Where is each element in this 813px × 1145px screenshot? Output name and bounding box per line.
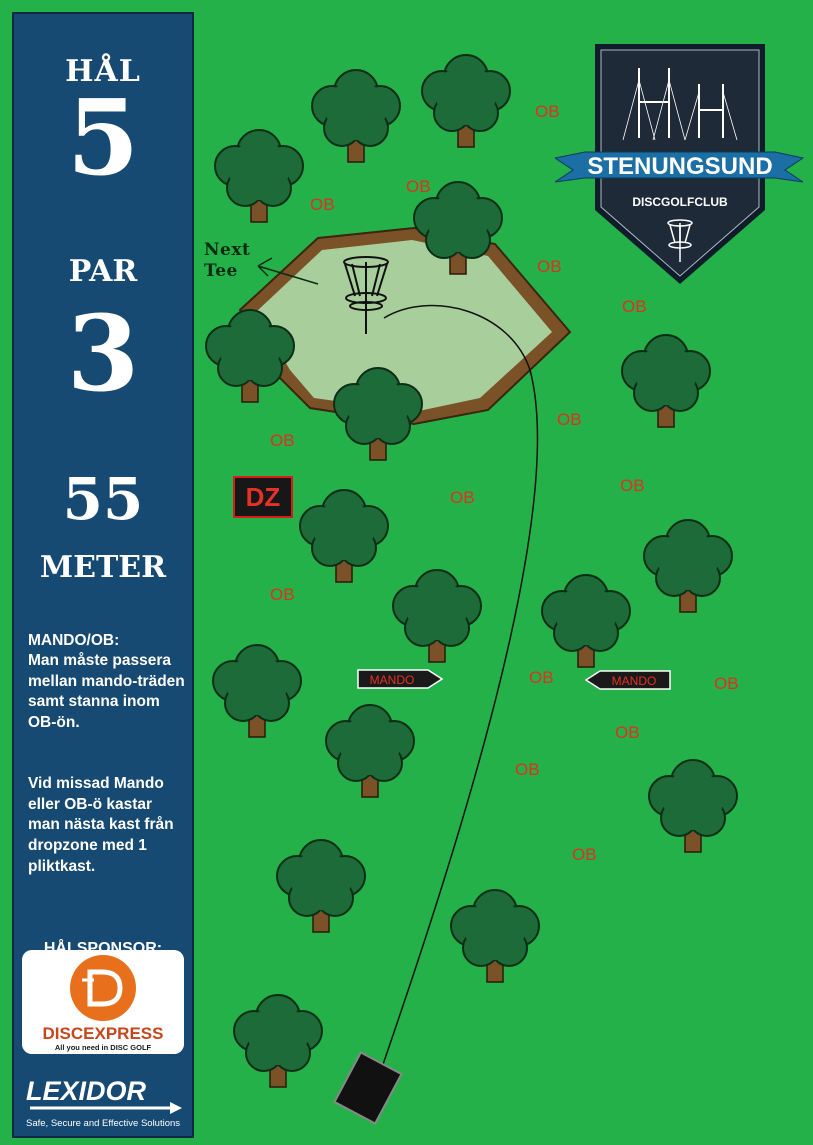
sponsor-name: DISCEXPRESS	[43, 1024, 164, 1043]
hole-number: 5	[66, 76, 140, 199]
next-tee-arrow	[257, 257, 319, 285]
tree-icon	[421, 54, 511, 148]
rules-paragraph-1: MANDO/OB: Man måste passera mellan mando…	[28, 631, 185, 732]
tree-icon	[325, 704, 415, 798]
distance-value: 55	[62, 465, 144, 533]
tree-icon	[214, 129, 304, 223]
hole-label: HÅL	[65, 54, 141, 89]
ob-label: OB	[572, 845, 597, 864]
tree-icon	[450, 889, 540, 983]
next-tee-line1: Next	[204, 240, 251, 260]
sponsor-tagline: All you need in DISC GOLF	[55, 1043, 152, 1052]
ob-label: OB	[406, 177, 431, 196]
ob-label: OB	[714, 674, 739, 693]
sponsor-logo: DISCEXPRESS All you need in DISC GOLF	[22, 950, 184, 1054]
dropzone-marker: DZ	[233, 476, 293, 518]
tree-icon	[541, 574, 631, 668]
mando-sign-left: MANDO	[357, 669, 444, 689]
tree-icon	[648, 759, 738, 853]
ob-label: OB	[529, 668, 554, 687]
ob-label: OB	[270, 431, 295, 450]
lexidor-tagline: Safe, Secure and Effective Solutions	[26, 1118, 180, 1129]
tree-icon	[333, 367, 423, 461]
tree-icon	[276, 839, 366, 933]
rules-paragraph-2: Vid missad Mando eller OB-ö kastar man n…	[28, 775, 174, 875]
ob-label: OB	[537, 257, 562, 276]
tree-icon	[212, 644, 302, 738]
tree-icon	[413, 181, 503, 275]
club-logo: STENUNGSUND DISCGOLFCLUB	[555, 44, 805, 284]
ob-label: OB	[270, 585, 295, 604]
tree-icon	[643, 519, 733, 613]
tree-icon	[311, 69, 401, 163]
ob-label: OB	[450, 488, 475, 507]
mando-left-label: MANDO	[370, 673, 415, 687]
ob-label: OB	[622, 297, 647, 316]
club-subtitle: DISCGOLFCLUB	[632, 195, 728, 209]
mando-right-label: MANDO	[612, 674, 657, 688]
lexidor-name: LEXIDOR	[26, 1076, 147, 1106]
ob-island	[256, 240, 552, 412]
bridge-icon	[622, 68, 738, 141]
lexidor-logo: LEXIDOR Safe, Secure and Effective Solut…	[26, 1076, 182, 1129]
par-number: 3	[66, 292, 140, 415]
next-tee-line2: Tee	[204, 261, 238, 282]
rules-text: MANDO/OB: Man måste passera mellan mando…	[28, 610, 188, 918]
distance-unit: METER	[39, 550, 167, 585]
next-tee-label: Next Tee	[204, 240, 250, 283]
ob-label: OB	[535, 102, 560, 121]
flight-path	[367, 304, 539, 1109]
tree-icon	[233, 994, 323, 1088]
tree-icon	[299, 489, 389, 583]
basket-icon	[343, 256, 389, 334]
mando-sign-right: MANDO	[584, 670, 671, 690]
basket-logo-icon	[667, 219, 693, 262]
ob-label: OB	[615, 723, 640, 742]
ob-label: OB	[557, 410, 582, 429]
ob-label: OB	[310, 195, 335, 214]
club-ribbon	[555, 151, 805, 183]
tree-icon	[392, 569, 482, 663]
tree-icon	[205, 309, 295, 403]
par-label: PAR	[68, 254, 138, 289]
trees	[205, 54, 738, 1088]
hole-info-panel: HÅL 5 PAR 3 55 METER MANDO/OB: Man måste…	[12, 12, 194, 1138]
discexpress-icon	[70, 955, 136, 1021]
tee-pad	[333, 1051, 403, 1125]
ob-label: OB	[515, 760, 540, 779]
club-name: STENUNGSUND	[587, 153, 772, 180]
ob-label: OB	[620, 476, 645, 495]
tree-icon	[621, 334, 711, 428]
